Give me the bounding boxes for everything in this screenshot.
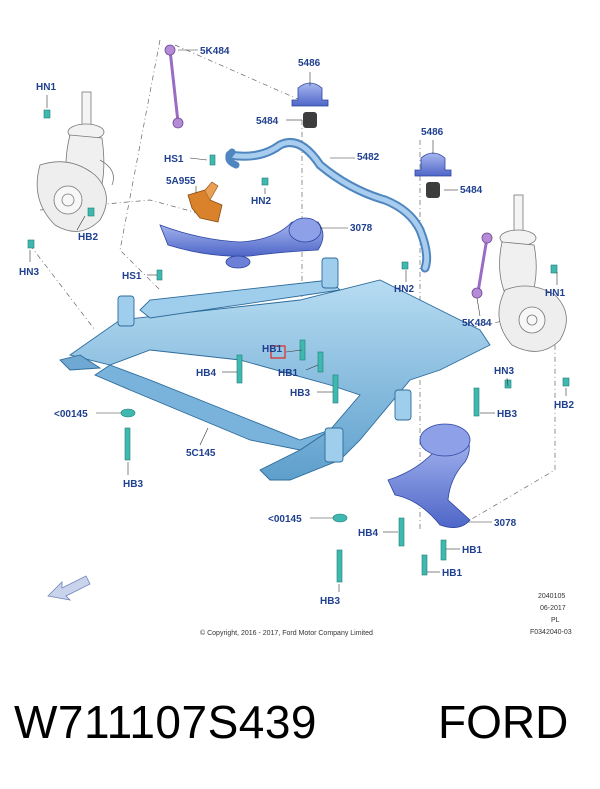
fastener-hs1-top (209, 154, 216, 166)
label-hn3-left: HN3 (19, 267, 39, 278)
label-5484-top: 5484 (256, 116, 279, 127)
label-00145-left: <00145 (54, 409, 88, 420)
fastener-hs1-mid (156, 269, 163, 281)
label-hb1-c: HB1 (462, 545, 482, 556)
stabilizer-link-left (164, 44, 184, 129)
fastener-hb3-bottom (336, 549, 343, 583)
stabilizer-bracket-right (414, 152, 452, 177)
label-5486-top: 5486 (298, 58, 321, 69)
label-hb1-d: HB1 (442, 568, 462, 579)
fastener-hn3-left (27, 239, 35, 249)
label-5a955: 5A955 (166, 176, 196, 187)
label-5k484-right: 5K484 (462, 318, 492, 329)
label-hs1-top: HS1 (164, 154, 184, 165)
info-line-4: F0342040-03 (530, 629, 572, 636)
label-5486-right: 5486 (421, 127, 444, 138)
lower-control-arm-left (159, 217, 324, 269)
front-direction-arrow (47, 575, 91, 601)
label-hn2-top: HN2 (251, 196, 271, 207)
stabilizer-bushing-top (303, 112, 317, 128)
fastener-hn2-right (401, 261, 409, 270)
label-5k484-top: 5K484 (200, 46, 230, 57)
label-hb2-right: HB2 (554, 400, 574, 411)
label-3078-bottom: 3078 (494, 518, 517, 529)
fastener-hb1-c (440, 539, 447, 561)
fastener-hn1-left (43, 109, 51, 119)
fastener-hb2-right (562, 377, 570, 387)
info-line-1: 2040105 (538, 593, 565, 600)
fastener-hb4-bottom (398, 517, 405, 547)
caption-bar: W711107S439 FORD (0, 672, 600, 772)
brand-name: FORD (438, 696, 569, 748)
label-hb3-bottom: HB3 (320, 596, 340, 607)
stabilizer-bushing-right (426, 182, 440, 198)
front-subframe-crossmember (59, 257, 491, 481)
fastener-hb2-left (87, 207, 95, 217)
label-hb1-b: HB1 (278, 368, 298, 379)
leader-lines (29, 49, 567, 592)
info-line-3: PL (551, 617, 560, 624)
washer-00145-bottom (332, 513, 348, 523)
label-hb2-left: HB2 (78, 232, 98, 243)
fastener-hn1-right (550, 264, 558, 274)
callout-labels: 5K484 5486 5484 5482 5486 5484 HN1 HS1 5… (19, 46, 574, 607)
right-strut-knuckle (498, 194, 567, 352)
copyright-notice: © Copyright, 2016 - 2017, Ford Motor Com… (200, 629, 373, 637)
info-line-2: 06-2017 (540, 605, 566, 612)
label-hb3-mid: HB3 (290, 388, 310, 399)
highlight-box (270, 345, 286, 359)
label-hn1-right: HN1 (545, 288, 565, 299)
fastener-hb3-mid (332, 374, 339, 404)
fasteners (27, 109, 570, 583)
label-hs1-mid: HS1 (122, 271, 142, 282)
exploded-parts-diagram: 5K484 5486 5484 5482 5486 5484 HN1 HS1 5… (19, 39, 574, 637)
label-5c145: 5C145 (186, 448, 216, 459)
part-number: W711107S439 (14, 696, 318, 748)
label-hn2-right: HN2 (394, 284, 414, 295)
label-5484-right: 5484 (460, 185, 483, 196)
fastener-hb3-right (473, 387, 480, 417)
label-hn1-left: HN1 (36, 82, 56, 93)
washer-00145-left (120, 408, 136, 418)
label-hn3-right: HN3 (494, 366, 514, 377)
fastener-hb1-d (421, 554, 428, 576)
lower-control-arm-right (387, 423, 471, 528)
stabilizer-bracket-top (291, 82, 329, 107)
label-hb4-bottom: HB4 (358, 528, 378, 539)
fastener-hn2-top (261, 177, 269, 186)
label-hb4-left: HB4 (196, 368, 216, 379)
drawing-info-block: 2040105 06-2017 PL F0342040-03 (530, 593, 572, 636)
label-hb3-left: HB3 (123, 479, 143, 490)
label-00145-bottom: <00145 (268, 514, 302, 525)
label-hb1-a: HB1 (262, 344, 282, 355)
fastener-hb1-b (317, 351, 324, 373)
label-hb3-right: HB3 (497, 409, 517, 420)
fastener-hb4-left (236, 354, 243, 384)
stabilizer-link-right (471, 232, 493, 299)
bracket-5a955 (187, 181, 223, 223)
fastener-hb3-left (124, 427, 131, 461)
stabilizer-bar (225, 138, 432, 273)
label-3078-top: 3078 (350, 223, 373, 234)
label-5482: 5482 (357, 152, 380, 163)
